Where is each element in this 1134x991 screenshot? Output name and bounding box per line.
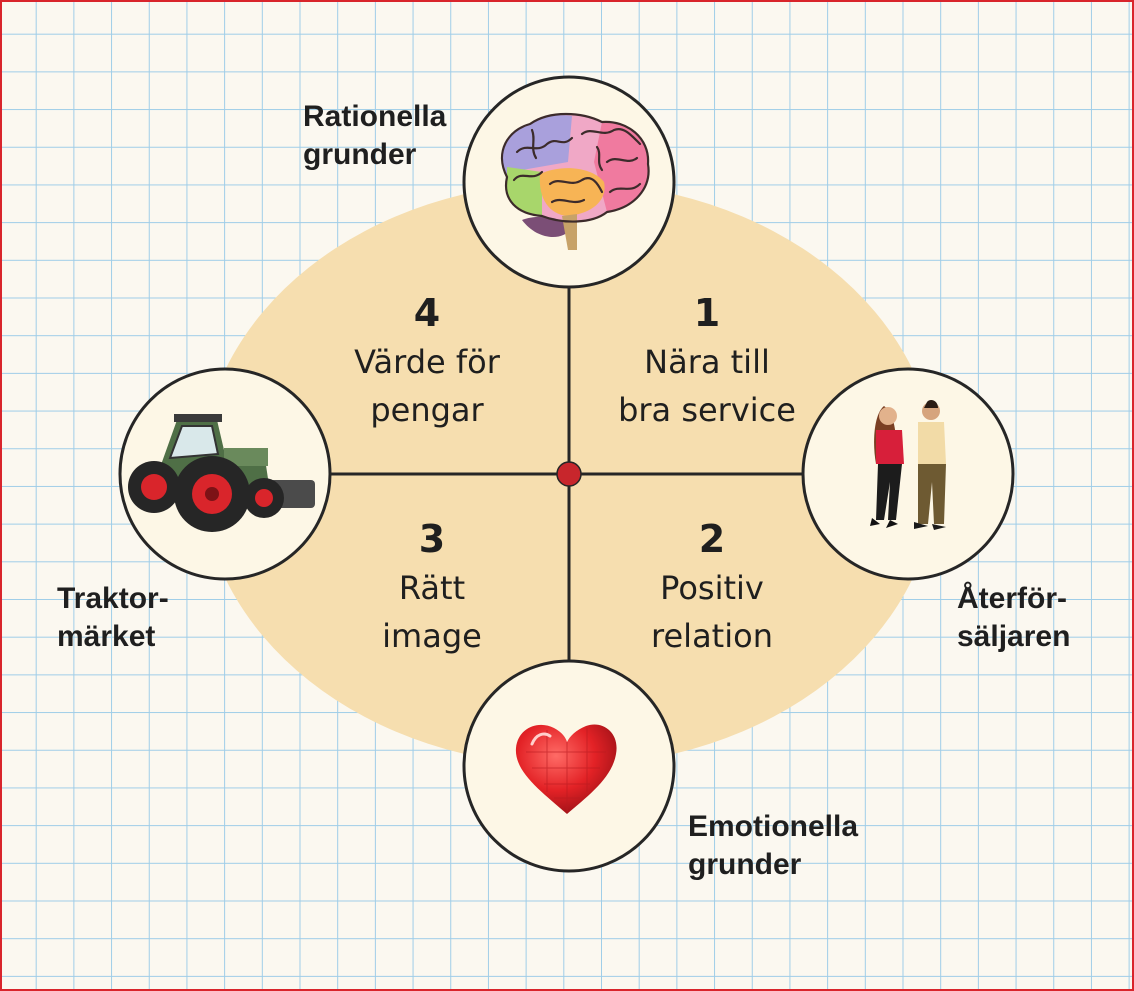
quadrant-2: 2 Positiv relation (597, 514, 827, 660)
tractor-icon (128, 414, 315, 532)
right-circle (801, 367, 1015, 581)
quadrant-3: 3 Rätt image (332, 514, 532, 660)
quadrant-2-number: 2 (698, 517, 726, 561)
quadrant-3-text: Rätt image (382, 569, 482, 655)
quadrant-1-number: 1 (693, 291, 721, 335)
label-rationella-grunder: Rationella grunder (303, 100, 447, 171)
quadrant-4-number: 4 (413, 291, 441, 335)
quadrant-1-text: Nära till bra service (618, 343, 796, 429)
quadrant-3-number: 3 (418, 517, 446, 561)
center-dot (556, 461, 582, 487)
heart-icon (515, 724, 617, 814)
quadrant-4-text: Värde för pengar (354, 343, 500, 429)
brain-icon (501, 113, 650, 250)
quadrant-4: 4 Värde för pengar (317, 288, 537, 434)
label-emotionella-grunder: Emotionella grunder (688, 810, 859, 881)
couple-icon (870, 400, 946, 530)
quadrant-1: 1 Nära till bra service (592, 288, 822, 434)
quadrant-2-text: Positiv relation (651, 569, 773, 655)
label-aterforsaljaren: Återför- säljaren (957, 582, 1071, 653)
label-traktormarket: Traktor- märket (57, 582, 169, 653)
